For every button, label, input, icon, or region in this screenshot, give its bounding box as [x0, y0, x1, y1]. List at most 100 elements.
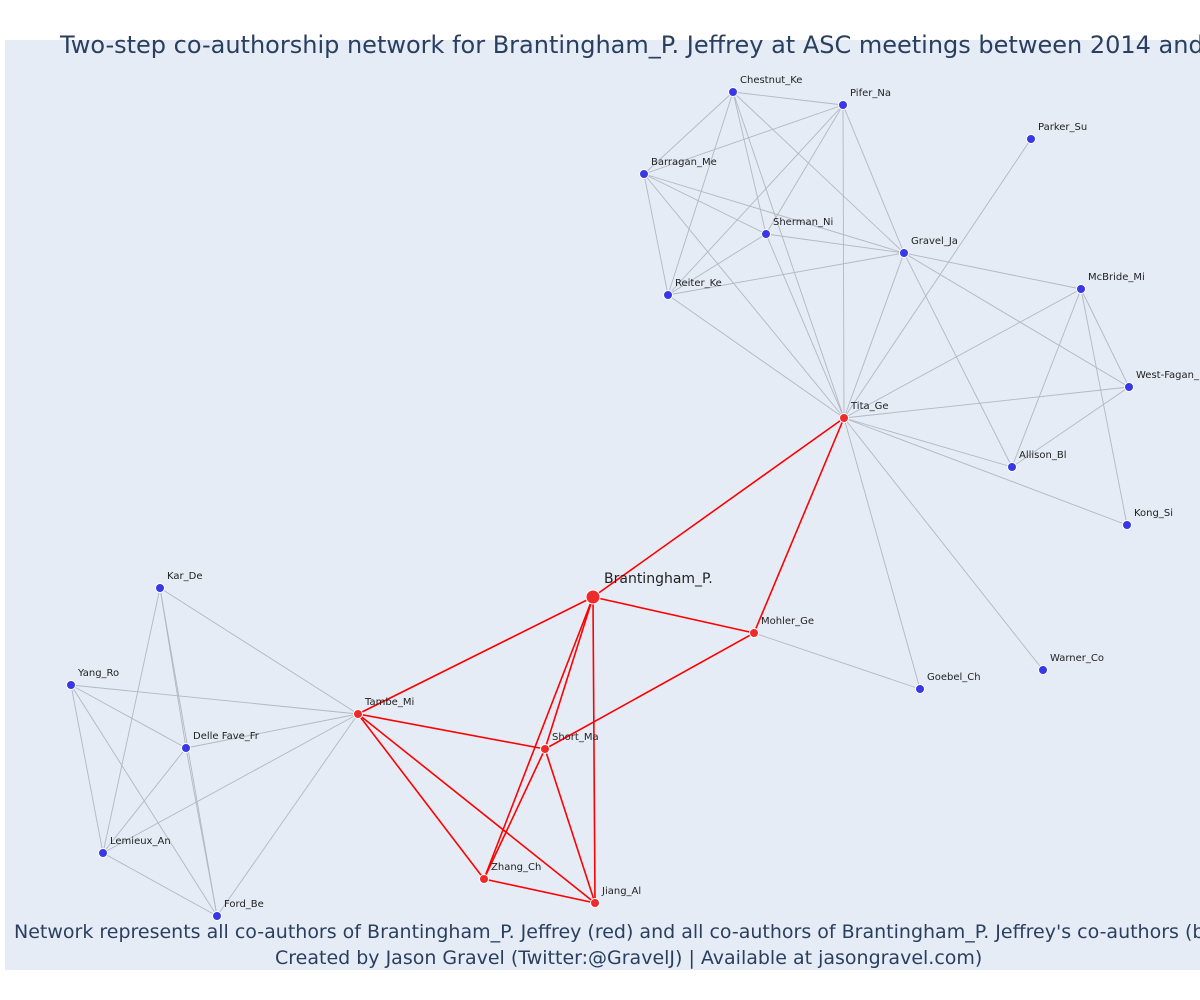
node-pifer[interactable]	[838, 100, 848, 110]
gray-edge-sherman-gravel	[765, 233, 905, 254]
node-jiang[interactable]	[590, 898, 600, 908]
gray-edge-pifer-tita	[842, 104, 845, 419]
node-reiter[interactable]	[663, 290, 673, 300]
node-chestnut[interactable]	[728, 87, 738, 97]
red-edge-short-zhang	[483, 748, 546, 880]
gray-edge-barragan-tita	[643, 173, 845, 419]
plot-background	[5, 40, 1200, 970]
node-short[interactable]	[540, 744, 550, 754]
red-edge-layer	[357, 417, 845, 904]
gray-edge-reiter-tita	[667, 294, 845, 419]
node-warner[interactable]	[1038, 665, 1048, 675]
gray-edge-yang-tambe	[70, 684, 359, 715]
node-label-kar: Kar_De	[167, 571, 202, 582]
red-edge-brantingham-mohler	[592, 596, 755, 634]
node-parker[interactable]	[1026, 134, 1036, 144]
gray-edge-gravel-mcbride	[903, 252, 1082, 290]
node-tita[interactable]	[839, 413, 849, 423]
node-label-warner: Warner_Co	[1050, 653, 1104, 664]
gray-edge-barragan-reiter	[643, 173, 669, 296]
node-sherman[interactable]	[761, 229, 771, 239]
node-label-goebel: Goebel_Ch	[927, 672, 981, 683]
node-lemieux[interactable]	[98, 848, 108, 858]
node-brantingham[interactable]	[585, 589, 601, 605]
gray-edge-pifer-gravel	[842, 104, 905, 254]
red-edge-brantingham-zhang	[483, 596, 594, 880]
node-goebel[interactable]	[915, 684, 925, 694]
node-dellefave[interactable]	[181, 743, 191, 753]
gray-edge-pifer-barragan	[643, 104, 844, 175]
red-edge-short-jiang	[544, 748, 596, 904]
gray-edge-pifer-reiter	[667, 104, 844, 296]
node-tambe[interactable]	[353, 709, 363, 719]
red-edge-brantingham-short	[544, 596, 594, 750]
node-label-zhang: Zhang_Ch	[491, 862, 541, 873]
gray-edge-mcbride-allison	[1011, 288, 1082, 468]
gray-edge-kar-tambe	[159, 587, 359, 715]
gray-edge-lemieux-ford	[102, 852, 218, 917]
gray-edge-kong-tita	[843, 417, 1128, 526]
node-label-ford: Ford_Be	[224, 899, 264, 910]
gray-edge-mohler-goebel	[753, 632, 921, 690]
gray-edge-yang-lemieux	[70, 684, 104, 854]
node-mcbride[interactable]	[1076, 284, 1086, 294]
gray-edge-chestnut-gravel	[732, 91, 905, 254]
red-edge-tambe-zhang	[357, 713, 485, 880]
red-edge-mohler-short	[544, 632, 755, 750]
node-label-westfagan: West-Fagan_	[1136, 370, 1200, 381]
gray-edge-gravel-reiter	[667, 252, 905, 296]
node-layer	[66, 87, 1134, 921]
node-label-reiter: Reiter_Ke	[675, 278, 722, 289]
gray-edge-gravel-allison	[903, 252, 1013, 468]
gray-edge-parker-tita	[843, 138, 1032, 419]
gray-edge-barragan-gravel	[643, 173, 905, 254]
gray-edge-westfagan-tita	[843, 386, 1130, 419]
gray-edge-westfagan-allison	[1011, 386, 1130, 468]
node-label-lemieux: Lemieux_An	[110, 836, 171, 847]
gray-edge-sherman-tita	[765, 233, 845, 419]
node-ford[interactable]	[212, 911, 222, 921]
node-westfagan[interactable]	[1124, 382, 1134, 392]
gray-edge-dellefave-ford	[185, 747, 218, 917]
gray-edge-allison-tita	[843, 417, 1013, 468]
node-allison[interactable]	[1007, 462, 1017, 472]
node-kar[interactable]	[155, 583, 165, 593]
label-layer: Brantingham_P.Tita_GeMohler_GeTambe_MiSh…	[77, 75, 1200, 910]
node-kong[interactable]	[1122, 520, 1132, 530]
node-label-sherman: Sherman_Ni	[773, 217, 833, 228]
node-label-parker: Parker_Su	[1038, 122, 1087, 133]
red-edge-brantingham-tita	[592, 417, 845, 598]
gray-edge-pifer-sherman	[765, 104, 844, 235]
node-barragan[interactable]	[639, 169, 649, 179]
gray-edge-dellefave-lemieux	[102, 747, 187, 854]
gray-edge-gravel-tita	[843, 252, 905, 419]
node-label-gravel: Gravel_Ja	[911, 236, 958, 247]
node-mohler[interactable]	[749, 628, 759, 638]
red-edge-zhang-jiang	[483, 878, 596, 904]
gray-edge-sherman-reiter	[667, 233, 767, 296]
red-edge-brantingham-jiang	[592, 596, 596, 904]
node-label-brantingham: Brantingham_P.	[604, 571, 713, 587]
node-label-mohler: Mohler_Ge	[761, 616, 814, 627]
gray-edge-dellefave-tambe	[185, 713, 359, 749]
gray-edge-chestnut-tita	[732, 91, 845, 419]
node-zhang[interactable]	[479, 874, 489, 884]
node-gravel[interactable]	[899, 248, 909, 258]
red-edge-tambe-jiang	[357, 713, 596, 904]
node-label-pifer: Pifer_Na	[850, 88, 891, 99]
gray-edge-chestnut-barragan	[643, 91, 734, 175]
red-edge-tita-mohler	[753, 417, 845, 634]
gray-edge-chestnut-sherman	[732, 91, 767, 235]
node-label-jiang: Jiang_Al	[601, 886, 641, 897]
gray-edge-mcbride-kong	[1080, 288, 1128, 526]
gray-edge-ford-tambe	[216, 713, 359, 917]
caption-line-2: Created by Jason Gravel (Twitter:@Gravel…	[275, 947, 982, 969]
node-label-tita: Tita_Ge	[850, 401, 889, 412]
node-yang[interactable]	[66, 680, 76, 690]
gray-edge-lemieux-tambe	[102, 713, 359, 854]
node-label-chestnut: Chestnut_Ke	[740, 75, 802, 86]
gray-edge-chestnut-pifer	[732, 91, 844, 106]
node-label-barragan: Barragan_Me	[651, 157, 717, 168]
red-edge-tambe-short	[357, 713, 546, 750]
